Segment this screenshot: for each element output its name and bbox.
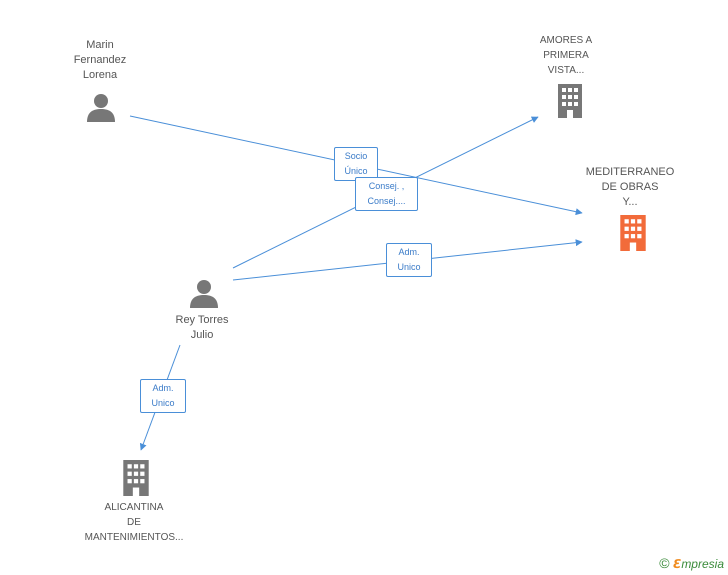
building-icon[interactable] — [121, 460, 151, 496]
edge-label-consej[interactable]: Consej. , Consej.... — [355, 177, 418, 211]
empresia-logo-text: mpresia — [681, 557, 724, 571]
person-label-marin[interactable]: Marin Fernandez Lorena — [73, 39, 127, 81]
empresia-logo-e: ℇ — [672, 557, 682, 571]
person-label-rey[interactable]: Rey Torres Julio — [175, 314, 229, 341]
edge-label-adm-unico-alicantina[interactable]: Adm. Unico — [140, 379, 186, 413]
building-icon[interactable] — [556, 84, 584, 118]
edge-label-socio-unico[interactable]: Socio Único — [334, 147, 378, 181]
person-icon[interactable] — [86, 92, 116, 122]
copyright-symbol: © — [659, 555, 670, 571]
edge-label-adm-unico-mediterraneo[interactable]: Adm. Unico — [386, 243, 432, 277]
building-icon-highlight[interactable] — [618, 215, 648, 251]
company-label-alicantina[interactable]: ALICANTINA DE MANTENIMIENTOS... — [84, 502, 184, 543]
company-label-mediterraneo[interactable]: MEDITERRANEO DE OBRAS Y... — [585, 166, 675, 208]
company-label-amores[interactable]: AMORES A PRIMERA VISTA... — [539, 35, 593, 76]
person-icon[interactable] — [189, 278, 219, 308]
empresia-watermark: © ℇmpresia — [659, 555, 724, 571]
